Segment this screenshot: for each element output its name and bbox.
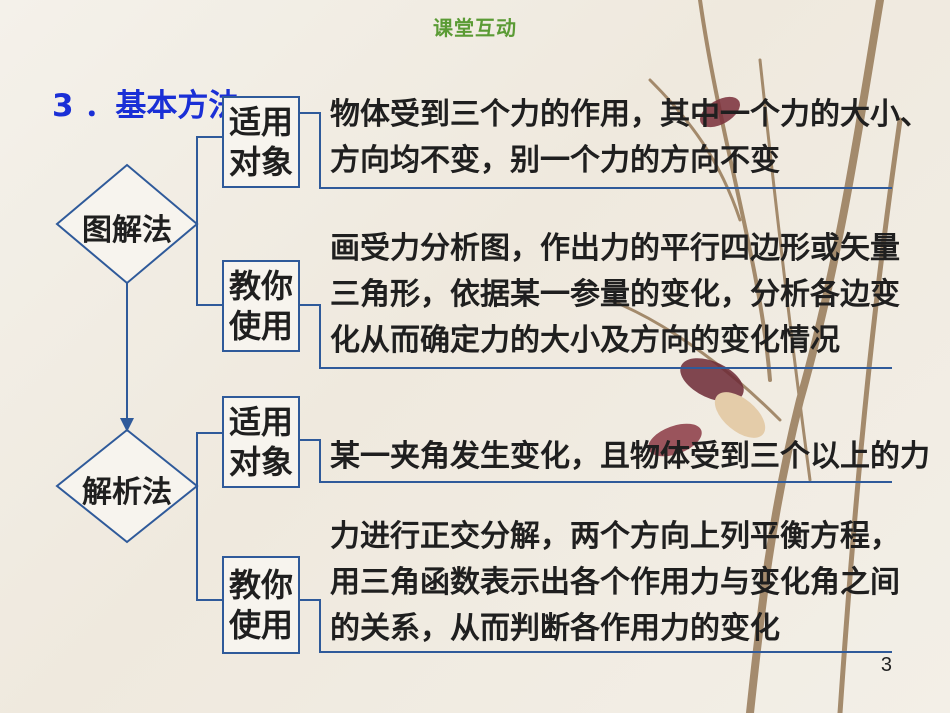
description-line: 化从而确定力的大小及方向的变化情况 <box>330 323 840 358</box>
butterfly-icon <box>648 96 766 457</box>
label-text: 教你使用 <box>228 267 293 345</box>
description-line: 画受力分析图，作出力的平行四边形或矢量 <box>330 231 900 266</box>
arrow-head-icon <box>120 418 134 432</box>
description-method1-target: 物体受到三个力的作用，其中一个力的大小、 方向均不变，别一个力的方向不变 <box>330 92 930 184</box>
diamond-method-2 <box>55 428 199 544</box>
label-text: 适用对象 <box>228 103 293 181</box>
slide-header: 课堂互动 <box>433 16 517 40</box>
row-line-3 <box>297 439 892 483</box>
label-box-method2-usage: 教你使用 <box>222 556 300 654</box>
method-2-label: 解析法 <box>82 475 172 510</box>
description-line: 用三角函数表示出各个作用力与变化角之间 <box>330 565 900 600</box>
description-line: 方向均不变，别一个力的方向不变 <box>330 143 780 178</box>
row-line-1 <box>297 112 892 189</box>
description-line: 力进行正交分解，两个方向上列平衡方程， <box>330 519 900 554</box>
section-title: 3 ．基本方法 <box>52 88 240 124</box>
description-line: 三角形，依据某一参量的变化，分析各边变 <box>330 277 900 312</box>
description-line: 物体受到三个力的作用，其中一个力的大小、 <box>330 97 930 132</box>
row-line-4 <box>297 599 892 653</box>
description-line: 某一夹角发生变化，且物体受到三个以上的力 <box>330 439 930 474</box>
label-box-method1-usage: 教你使用 <box>222 260 300 352</box>
description-method1-usage: 画受力分析图，作出力的平行四边形或矢量 三角形，依据某一参量的变化，分析各边变 … <box>330 226 900 364</box>
label-box-method1-target: 适用对象 <box>222 96 300 188</box>
description-method2-usage: 力进行正交分解，两个方向上列平衡方程， 用三角函数表示出各个作用力与变化角之间 … <box>330 514 900 652</box>
description-line: 的关系，从而判断各作用力的变化 <box>330 611 780 646</box>
description-method2-target: 某一夹角发生变化，且物体受到三个以上的力 <box>330 434 930 480</box>
label-text: 适用对象 <box>228 403 293 481</box>
label-box-method2-target: 适用对象 <box>222 396 300 488</box>
page-number: 3 <box>880 654 892 676</box>
row-line-2 <box>297 304 892 369</box>
label-text: 教你使用 <box>228 566 293 644</box>
method-1-label: 图解法 <box>82 213 172 248</box>
